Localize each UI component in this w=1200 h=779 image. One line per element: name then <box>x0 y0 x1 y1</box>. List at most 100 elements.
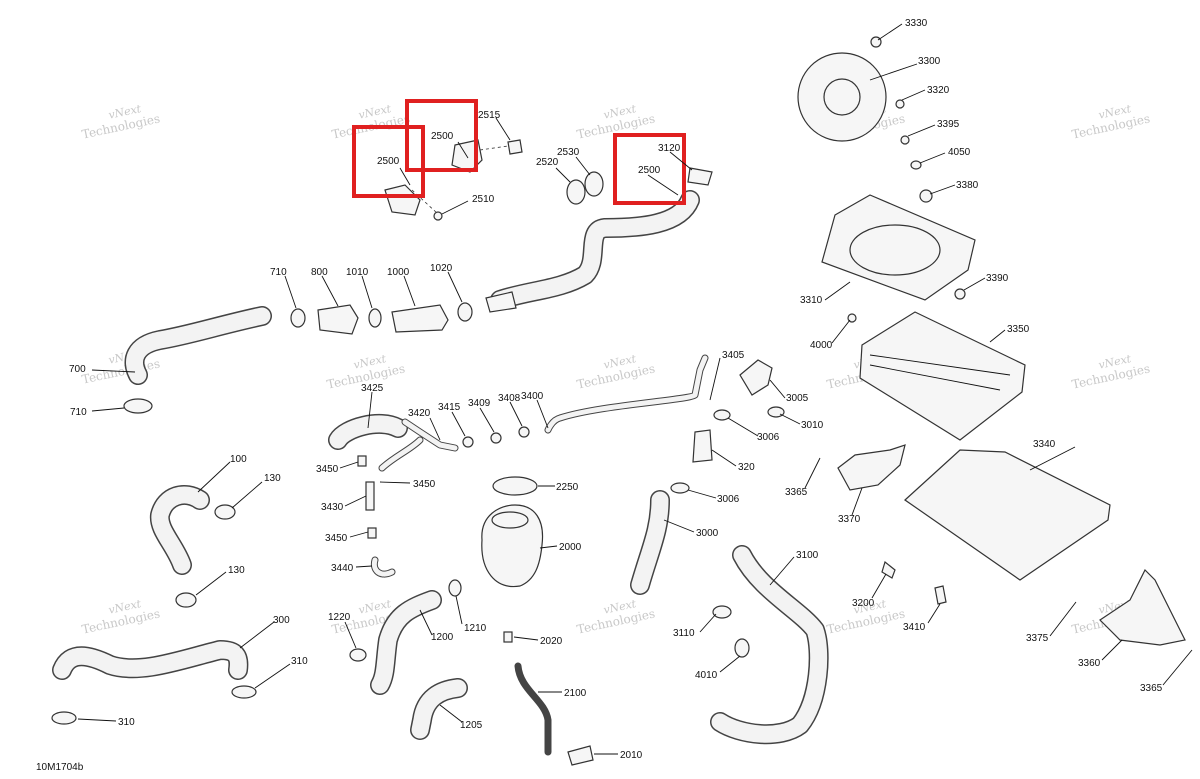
callout-label: 3375 <box>1026 633 1049 644</box>
upper-radiator-hose <box>490 167 713 310</box>
callout-label: 3330 <box>905 18 928 29</box>
assembly-line <box>479 145 509 151</box>
fitting-3408 <box>518 426 530 438</box>
clamps-2520-2530 <box>566 171 604 205</box>
callout-label: 3005 <box>786 393 809 404</box>
callout-label: 3450 <box>325 533 348 544</box>
fitting-3409 <box>490 432 502 444</box>
bracket-3360 <box>1099 568 1186 646</box>
callout-label: 3409 <box>468 398 491 409</box>
elbow-3005 <box>739 359 773 396</box>
connector-800 <box>317 304 359 335</box>
callout-label: 1010 <box>346 267 369 278</box>
hoses-1200-1205 <box>349 579 468 740</box>
clamp-310-right <box>231 685 257 699</box>
callout-label: 300 <box>273 615 290 626</box>
coolant-reservoir <box>481 476 594 766</box>
callout-label: 3000 <box>696 528 719 539</box>
callout-label: 3365 <box>1140 683 1163 694</box>
fitting-3415 <box>462 436 474 448</box>
callout-label: 3450 <box>316 464 339 475</box>
fan-shroud-3310 <box>821 194 976 323</box>
callout-label: 3350 <box>1007 324 1030 335</box>
callout-label: 130 <box>228 565 245 576</box>
callout-labels: 2500 2500 2515 2510 2520 2530 3120 2500 … <box>69 18 1163 761</box>
callout-label: 1020 <box>430 263 453 274</box>
tag-2010 <box>567 745 594 766</box>
callout-label: 3450 <box>413 479 436 490</box>
clamp-2520 <box>566 179 586 205</box>
fan-assembly <box>797 36 933 203</box>
callout-label: 3425 <box>361 383 384 394</box>
callout-label: 3440 <box>331 563 354 574</box>
callout-label: 2000 <box>559 542 582 553</box>
callout-label: 3400 <box>521 391 544 402</box>
hose-3100 <box>710 545 947 745</box>
callout-label: 2510 <box>472 194 495 205</box>
callout-label: 1205 <box>460 720 483 731</box>
callout-label: 100 <box>230 454 247 465</box>
callout-label: 2500 <box>377 156 400 167</box>
callout-label: 3408 <box>498 393 521 404</box>
callout-label: 2500 <box>638 165 661 176</box>
document-code: 10M1704b <box>36 762 84 773</box>
connector-3450-bottom <box>367 527 377 539</box>
callout-label: 130 <box>264 473 281 484</box>
radiator-3350 <box>859 311 1026 441</box>
callout-label: 3390 <box>986 273 1009 284</box>
callout-label: 700 <box>69 364 86 375</box>
fitting-2515 <box>507 139 523 155</box>
callout-label: 3365 <box>785 487 808 498</box>
hose-1000 <box>391 304 449 333</box>
clamp-4010 <box>734 638 750 658</box>
clamp-1220 <box>349 648 367 662</box>
left-hose-assembly <box>123 291 517 414</box>
clamp-3110 <box>712 605 732 619</box>
clamp-130-lower <box>175 592 197 608</box>
screw-3395 <box>900 135 910 145</box>
leader-lines <box>77 23 1193 755</box>
clamp-3010 <box>767 406 785 418</box>
reservoir-neck <box>491 511 529 529</box>
bracket-2500 <box>384 184 421 216</box>
callout-label: 3380 <box>956 180 979 191</box>
screw-2510 <box>433 211 443 221</box>
connector-3450-top <box>357 455 367 467</box>
fitting-2020 <box>503 631 513 643</box>
callout-label: 2530 <box>557 147 580 158</box>
cap-2250 <box>492 476 538 496</box>
callout-label: 2010 <box>620 750 643 761</box>
callout-label: 710 <box>270 267 287 278</box>
clip-3410 <box>934 585 947 605</box>
nut-3390 <box>954 288 966 300</box>
hose-2100 <box>514 662 552 756</box>
callout-label: 3420 <box>408 408 431 419</box>
screw-3320 <box>895 99 905 109</box>
callout-label: 3200 <box>852 598 875 609</box>
callout-label: 1200 <box>431 632 454 643</box>
fan-hub <box>823 78 861 116</box>
clamp-1010 <box>368 308 382 328</box>
callout-label: 3370 <box>838 514 861 525</box>
clamp-710-lower <box>123 398 153 414</box>
clip-3200 <box>881 560 896 579</box>
clamp-1020 <box>457 302 473 322</box>
callout-label: 1210 <box>464 623 487 634</box>
callout-label: 3120 <box>658 143 681 154</box>
callout-label: 2020 <box>540 636 563 647</box>
callout-label: 2515 <box>478 110 501 121</box>
callout-label: 2100 <box>564 688 587 699</box>
callout-label: 1220 <box>328 612 351 623</box>
callout-label: 2500 <box>431 131 454 142</box>
callout-label: 710 <box>70 407 87 418</box>
highlight-boxes <box>352 99 686 205</box>
clamp-3006-upper <box>713 409 731 421</box>
hoses-3005-320-3000 <box>544 354 785 595</box>
highlight-box-2500-center <box>405 99 478 172</box>
callout-label: 2250 <box>556 482 579 493</box>
callout-label: 320 <box>738 462 755 473</box>
callout-label: 310 <box>291 656 308 667</box>
callout-label: 3320 <box>927 85 950 96</box>
callout-label: 3006 <box>757 432 780 443</box>
